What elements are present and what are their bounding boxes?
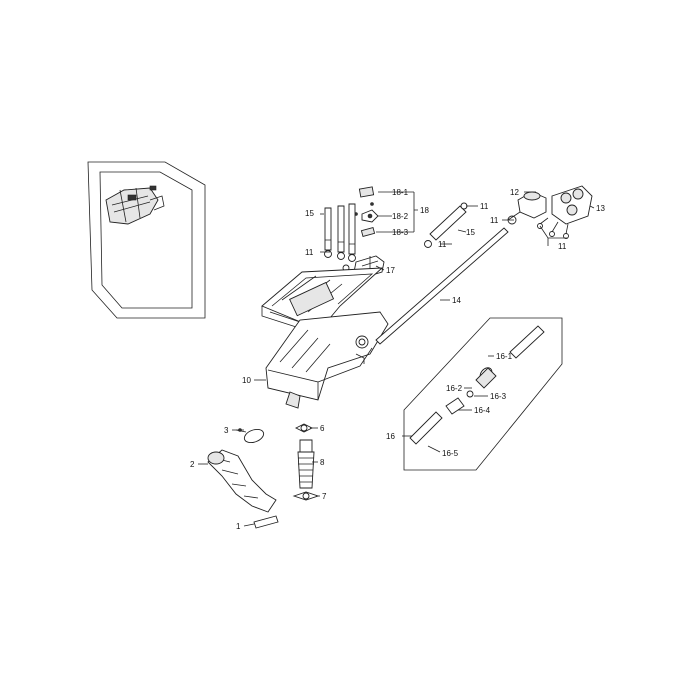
label-12: 12 [510, 188, 519, 197]
label-16-5: 16-5 [442, 449, 459, 458]
label-10: 10 [242, 376, 251, 385]
part-14-tube [375, 227, 509, 345]
part-6-clamp [294, 423, 314, 433]
label-11-a: 11 [305, 248, 314, 257]
overview-inset [87, 161, 206, 319]
label-3: 3 [224, 426, 229, 435]
leader-lines [198, 191, 595, 527]
label-18-2: 18-2 [392, 212, 409, 221]
label-15-left: 15 [305, 209, 314, 218]
label-16-3: 16-3 [490, 392, 507, 401]
part-1-tie [253, 515, 279, 529]
label-16-4: 16-4 [474, 406, 491, 415]
label-7: 7 [322, 492, 327, 501]
hoses-15-left [324, 203, 356, 255]
part-10-dispenser-housing [265, 311, 389, 409]
part-8-drain-hose [297, 439, 315, 489]
label-16-1: 16-1 [496, 352, 513, 361]
label-13: 13 [596, 204, 605, 213]
part-12-valve [507, 191, 547, 221]
part-18-assembly [354, 186, 379, 238]
label-2: 2 [190, 460, 195, 469]
label-8: 8 [320, 458, 325, 467]
label-11-e: 11 [558, 242, 567, 251]
label-18-1: 18-1 [392, 188, 409, 197]
label-18: 18 [420, 206, 429, 215]
label-16: 16 [386, 432, 395, 441]
label-11-b: 11 [438, 240, 447, 249]
label-11-c: 11 [480, 202, 489, 211]
hose-15-right [424, 202, 468, 248]
label-1: 1 [236, 522, 241, 531]
label-6: 6 [320, 424, 325, 433]
label-18-3: 18-3 [392, 228, 409, 237]
part-16-inset [403, 317, 563, 471]
label-16-2: 16-2 [446, 384, 463, 393]
part-7-clamp [292, 491, 320, 501]
label-15-right: 15 [466, 228, 475, 237]
part-2-bellows-hose [207, 449, 277, 513]
label-17: 17 [386, 266, 395, 275]
label-14: 14 [452, 296, 461, 305]
callout-labels: 15 18-1 18 18-2 18-3 11 17 11 15 11 11 1… [190, 188, 605, 531]
part-13-valve [537, 185, 593, 239]
label-11-d: 11 [490, 216, 499, 225]
